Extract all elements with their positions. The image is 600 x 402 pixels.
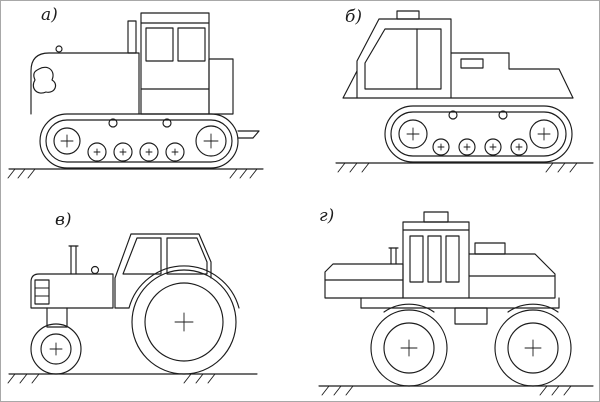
front-wheel — [30, 323, 82, 375]
exhaust-pipe — [68, 245, 79, 275]
front-frame — [342, 70, 358, 99]
exhaust-muffler — [127, 20, 137, 54]
rear-wheel — [131, 269, 237, 375]
engine-hood — [30, 45, 140, 115]
engine-deck — [356, 52, 574, 99]
front-wheel — [370, 309, 448, 387]
cab — [356, 10, 452, 99]
front-fender — [383, 303, 435, 313]
ground-line — [7, 373, 258, 384]
ground-line — [335, 162, 594, 173]
panel-c: в) — [1, 196, 301, 401]
panel-c-label: в) — [55, 210, 72, 230]
panel-b: б) — [301, 1, 599, 196]
front-axle — [46, 307, 68, 328]
panel-a: а) — [1, 1, 301, 196]
crawler-tractor-a-drawing — [7, 12, 264, 179]
cab — [140, 12, 210, 115]
chassis-frame — [360, 297, 560, 325]
engine-hood — [30, 265, 114, 309]
rear-fender — [128, 265, 240, 309]
panel-a-label: а) — [41, 5, 58, 25]
panel-b-label: б) — [345, 7, 363, 27]
wheeled-tractor-g-drawing — [318, 211, 594, 396]
exhaust-pipe — [388, 247, 399, 265]
rear-fuel-tank — [208, 58, 234, 115]
rear-fender — [507, 303, 559, 313]
ground-line — [318, 385, 594, 396]
panel-d-label: г) — [319, 206, 335, 226]
track-assembly — [39, 113, 239, 169]
cab — [402, 211, 470, 299]
rear-deck — [468, 242, 556, 299]
crawler-tractor-b-drawing — [335, 10, 594, 173]
engine-hood — [324, 263, 404, 299]
drawbar-hitch — [237, 130, 260, 139]
track-assembly — [384, 105, 573, 163]
panel-d: г) — [301, 196, 599, 401]
rear-wheel — [494, 309, 572, 387]
ground-line — [7, 168, 264, 179]
wheeled-tractor-v-drawing — [7, 233, 258, 384]
